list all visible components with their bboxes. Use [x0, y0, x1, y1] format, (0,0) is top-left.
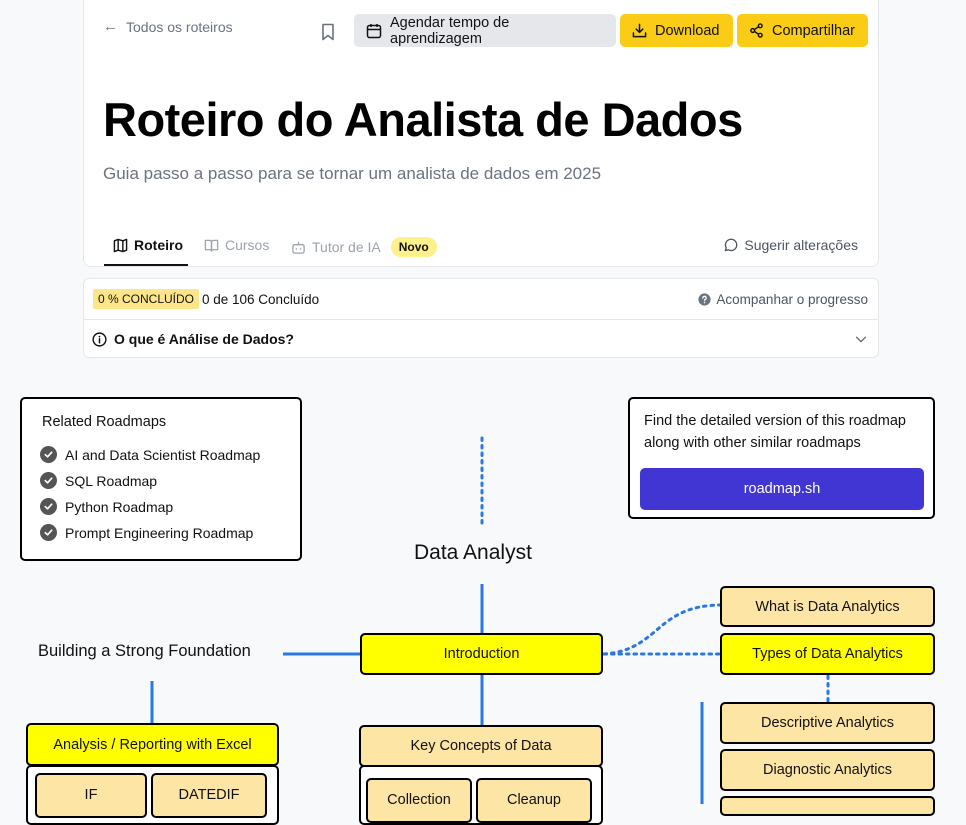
- node-descriptive-analytics[interactable]: Descriptive Analytics: [720, 702, 935, 744]
- tab-ai-tutor[interactable]: Tutor de IA Novo: [291, 237, 437, 257]
- related-roadmaps-title: Related Roadmaps: [42, 414, 167, 430]
- node-what-is-data-analytics[interactable]: What is Data Analytics: [720, 586, 935, 627]
- related-roadmaps-panel: Related Roadmaps AI and Data Scientist R…: [20, 397, 302, 561]
- back-to-roadmaps-link[interactable]: ← Todos os roteiros: [103, 18, 233, 35]
- roadmap-connectors: [150, 436, 830, 804]
- detailed-version-panel: Find the detailed version of this roadma…: [628, 397, 935, 519]
- calendar-icon: [366, 23, 382, 38]
- suggest-changes-label: Sugerir alterações: [744, 237, 858, 253]
- related-item-label: Prompt Engineering Roadmap: [65, 524, 254, 541]
- node-datedif[interactable]: DATEDIF: [151, 773, 267, 818]
- chevron-down-icon: [855, 336, 867, 343]
- check-circle-icon: [40, 524, 57, 541]
- node-diagnostic-analytics[interactable]: Diagnostic Analytics: [720, 749, 935, 791]
- node-types-of-data-analytics[interactable]: Types of Data Analytics: [720, 633, 935, 675]
- tab-roadmap-label: Roteiro: [134, 237, 183, 253]
- what-is-data-analysis-label: O que é Análise de Dados?: [114, 331, 294, 347]
- active-tab-indicator: [104, 264, 188, 266]
- progress-panel: 0 % CONCLUÍDO 0 de 106 Concluído Acompan…: [83, 278, 879, 358]
- message-circle-icon: [725, 238, 738, 251]
- tab-courses-label: Cursos: [225, 237, 270, 253]
- detailed-version-text: Find the detailed version of this roadma…: [644, 413, 906, 451]
- bot-icon: [292, 241, 305, 254]
- map-icon: [113, 238, 128, 252]
- node-next-analytics[interactable]: [720, 796, 935, 816]
- related-item-label: SQL Roadmap: [65, 472, 158, 489]
- info-icon: [92, 331, 107, 347]
- node-collection[interactable]: Collection: [366, 778, 472, 823]
- page-subtitle: Guia passo a passo para se tornar um ana…: [103, 164, 602, 183]
- book-icon: [204, 239, 219, 252]
- check-circle-icon: [40, 472, 57, 489]
- progress-row: 0 % CONCLUÍDO 0 de 106 Concluído Acompan…: [84, 279, 878, 320]
- tab-roadmap[interactable]: Roteiro: [113, 237, 183, 253]
- track-progress-button[interactable]: Acompanhar o progresso: [698, 292, 868, 307]
- related-item-prompt-engineering[interactable]: Prompt Engineering Roadmap: [40, 524, 253, 541]
- suggest-changes-button[interactable]: Sugerir alterações: [723, 237, 858, 253]
- what-is-data-analysis-toggle[interactable]: O que é Análise de Dados?: [84, 320, 878, 359]
- arrow-left-icon: ←: [103, 18, 118, 35]
- share-label: Compartilhar: [772, 22, 855, 39]
- page-title: Roteiro do Analista de Dados: [103, 93, 743, 146]
- roadmap-header: ← Todos os roteiros Agendar tempo de apr…: [83, 0, 879, 267]
- related-item-sql[interactable]: SQL Roadmap: [40, 472, 157, 489]
- related-item-label: Python Roadmap: [65, 498, 174, 515]
- help-circle-icon: [698, 293, 711, 306]
- node-analysis-reporting-excel[interactable]: Analysis / Reporting with Excel: [26, 723, 279, 766]
- check-circle-icon: [40, 446, 57, 463]
- related-item-ai-data-scientist[interactable]: AI and Data Scientist Roadmap: [40, 446, 260, 463]
- node-if[interactable]: IF: [35, 773, 147, 818]
- foundation-label: Building a Strong Foundation: [38, 642, 251, 660]
- schedule-label: Agendar tempo de aprendizagem: [390, 14, 510, 47]
- related-item-python[interactable]: Python Roadmap: [40, 498, 173, 515]
- schedule-learning-button[interactable]: Agendar tempo de aprendizagem: [354, 14, 616, 47]
- bookmark-icon[interactable]: [318, 22, 338, 42]
- percent-done-badge: 0 % CONCLUÍDO: [93, 289, 200, 309]
- roadmap-sh-button[interactable]: roadmap.sh: [640, 468, 924, 510]
- node-introduction[interactable]: Introduction: [360, 633, 603, 675]
- related-item-label: AI and Data Scientist Roadmap: [65, 446, 261, 463]
- new-badge: Novo: [390, 237, 437, 257]
- check-circle-icon: [40, 498, 57, 515]
- download-button[interactable]: Download: [620, 14, 733, 47]
- node-cleanup[interactable]: Cleanup: [476, 778, 592, 823]
- track-progress-label: Acompanhar o progresso: [716, 292, 868, 307]
- tab-ai-tutor-label: Tutor de IA: [312, 239, 381, 255]
- tab-courses[interactable]: Cursos: [204, 237, 269, 253]
- node-key-concepts-of-data[interactable]: Key Concepts of Data: [359, 725, 603, 767]
- roadmap-title: Data Analyst: [414, 541, 532, 564]
- share-icon: [750, 23, 763, 38]
- done-count: 0 de 106 Concluído: [202, 292, 320, 307]
- download-icon: [632, 23, 647, 38]
- download-label: Download: [655, 22, 720, 39]
- share-button[interactable]: Compartilhar: [737, 14, 868, 47]
- back-link-label: Todos os roteiros: [126, 18, 233, 35]
